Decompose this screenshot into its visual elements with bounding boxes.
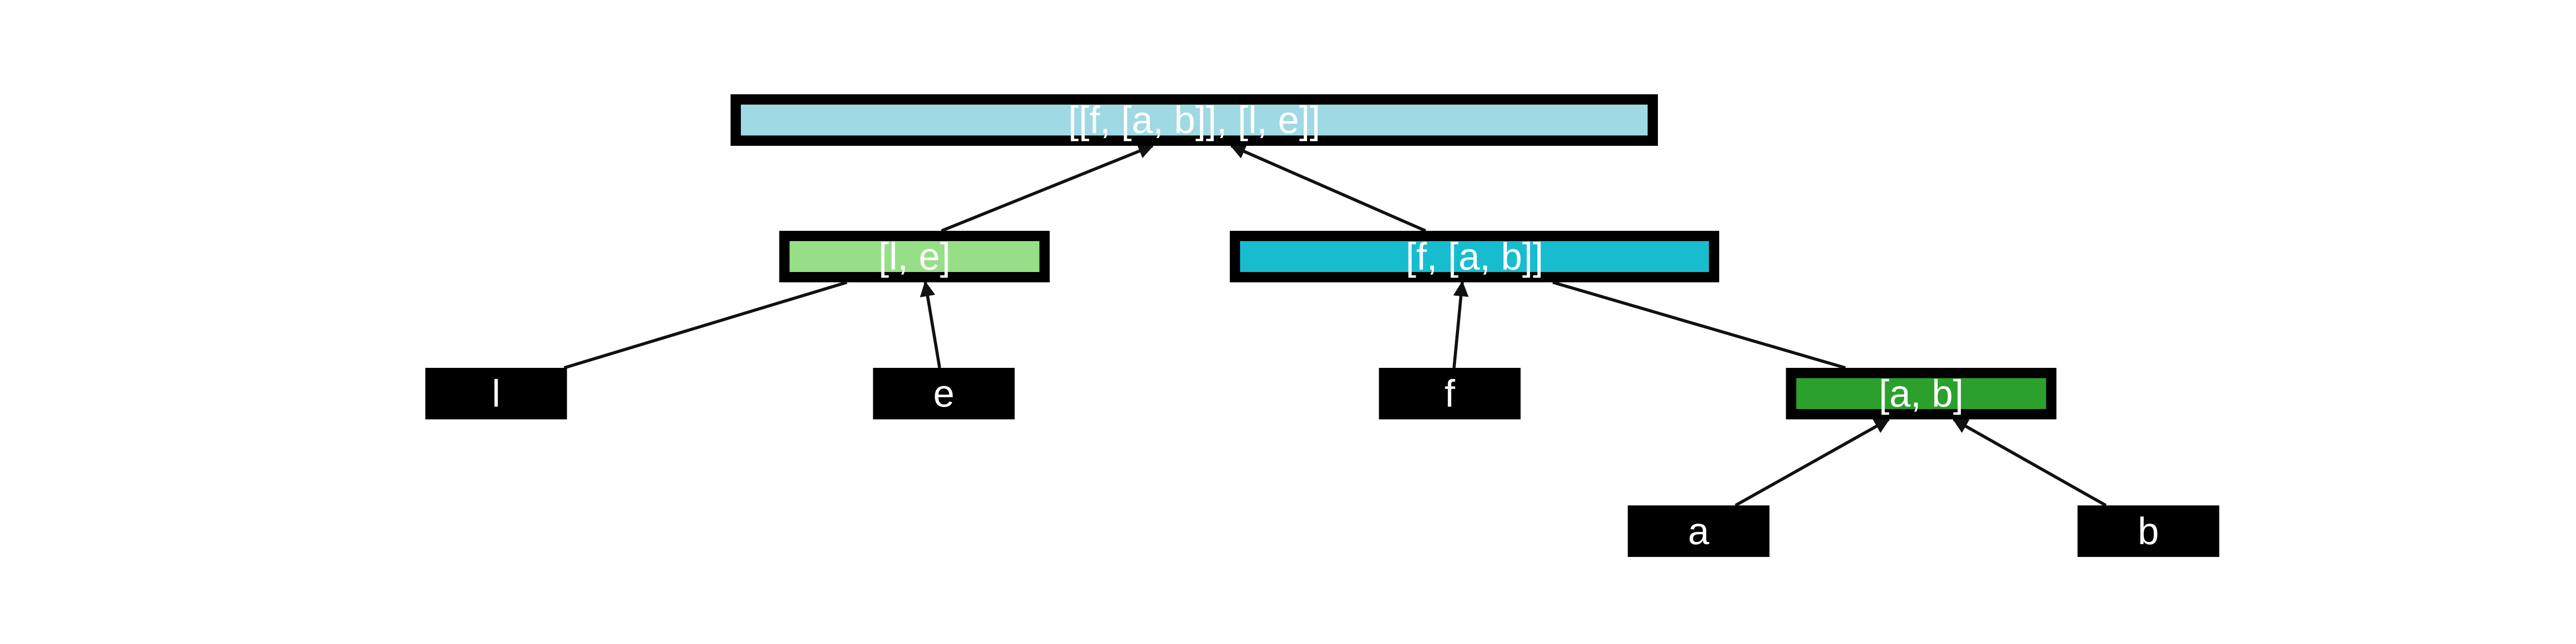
node-label: [l, e]	[878, 235, 951, 278]
node-box	[1628, 505, 1770, 557]
edge-fab-to-root	[1230, 144, 1427, 232]
edges	[564, 144, 2107, 507]
edge-le-to-root	[941, 144, 1154, 232]
node-f: f	[1379, 368, 1521, 419]
edge-f-to-fab	[1452, 281, 1469, 368]
node-label: b	[2138, 510, 2159, 553]
node-fill	[1796, 378, 2046, 409]
edge-l-to-le	[564, 281, 848, 369]
node-label: [[f, [a, b]], [l, e]]	[1068, 99, 1320, 142]
node-fill	[741, 105, 1648, 135]
node-box	[873, 368, 1015, 419]
edge-e-to-le	[920, 281, 941, 368]
node-b: b	[2077, 505, 2219, 557]
node-label: f	[1445, 372, 1455, 415]
node-e: e	[873, 368, 1015, 419]
node-fill	[1240, 241, 1709, 272]
node-le: [l, e]	[779, 231, 1050, 282]
node-ab: [a, b]	[1786, 368, 2057, 419]
node-label: [a, b]	[1879, 372, 1964, 415]
node-box	[1379, 368, 1521, 419]
nodes: [[f, [a, b]], [l, e]] [l, e] [f, [a, b]] [a…	[425, 94, 2219, 557]
node-label: [f, [a, b]]	[1405, 235, 1543, 278]
node-l: l	[425, 368, 567, 419]
node-root: [[f, [a, b]], [l, e]]	[731, 94, 1658, 146]
node-box	[2077, 505, 2219, 557]
edge-b-to-ab	[1952, 418, 2107, 507]
node-label: a	[1688, 510, 1709, 553]
node-label: e	[933, 372, 954, 415]
edge-ab-to-fab	[1552, 281, 1846, 369]
node-label: l	[492, 372, 500, 415]
edge-a-to-ab	[1735, 418, 1890, 507]
node-fill	[789, 241, 1040, 272]
node-box	[425, 368, 567, 419]
node-a: a	[1628, 505, 1770, 557]
node-fab: [f, [a, b]]	[1230, 231, 1719, 282]
